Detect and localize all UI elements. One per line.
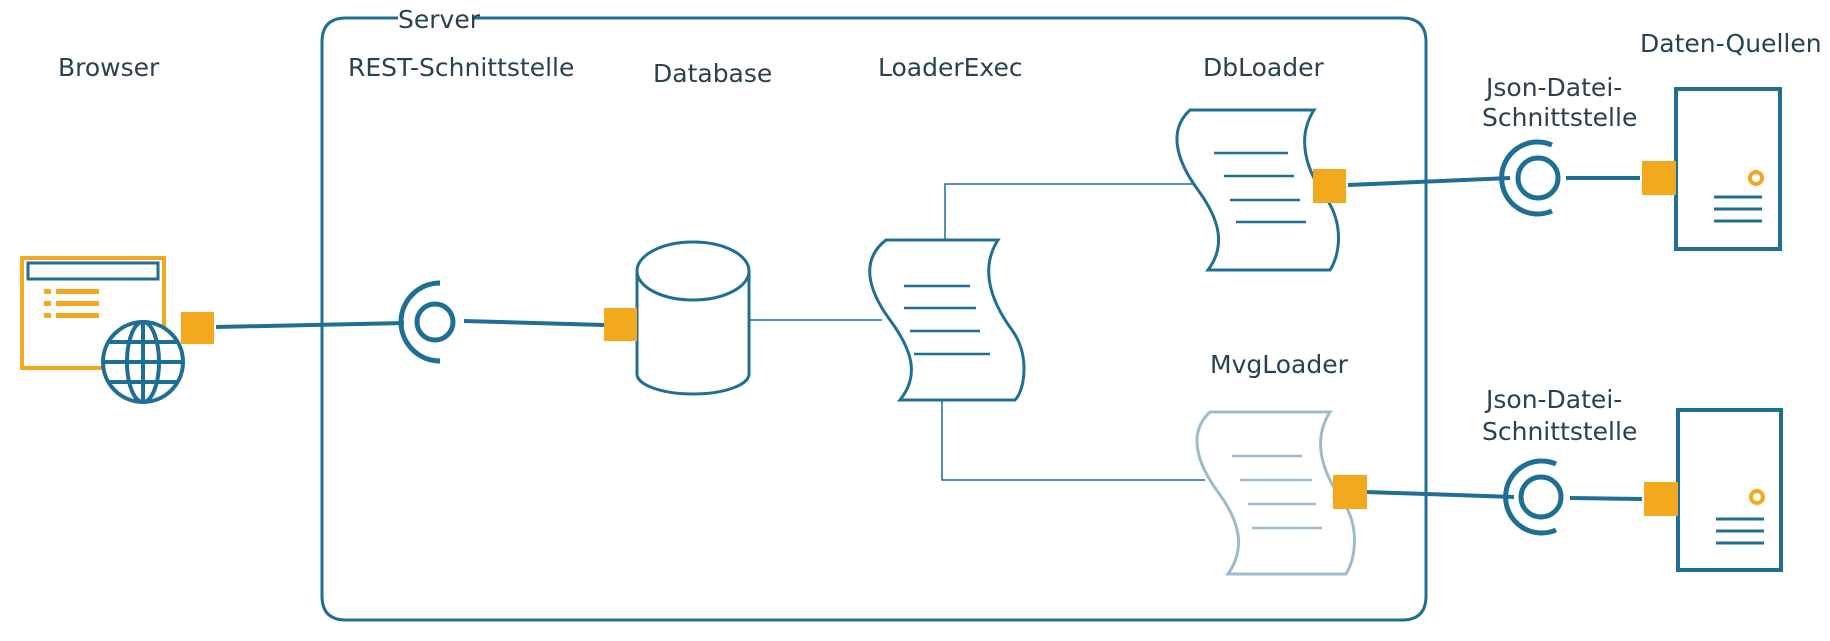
server-top-icon	[1674, 87, 1782, 251]
thin-connectors	[746, 183, 1205, 481]
server-bottom-icon	[1676, 408, 1783, 572]
loaderexec-document-icon	[868, 238, 1026, 402]
dbloader-to-json-link	[1347, 176, 1511, 187]
dbloader-document-icon	[1175, 108, 1340, 272]
thick-links	[215, 176, 1643, 501]
sources-label: Daten-Quellen	[1640, 29, 1822, 58]
loaderexec-to-dbloader-connector	[944, 183, 1200, 240]
browser-port-icon	[181, 312, 214, 344]
database-port-icon	[604, 308, 637, 341]
server-boundary: Server	[320, 5, 1428, 622]
server-bottom-port-icon	[1644, 482, 1678, 516]
json-interface-bottom-icon	[1503, 458, 1564, 536]
mvgloader-to-json-link	[1365, 490, 1515, 499]
rest-to-database-link	[463, 319, 605, 327]
mvgloader-port-icon	[1333, 475, 1367, 509]
json-interface-top-icon	[1499, 139, 1561, 217]
database-cylinder-icon	[635, 240, 751, 396]
json-bottom-label-line1: Json-Datei-	[1484, 385, 1622, 414]
json-bottom-label-line2: Schnittstelle	[1482, 417, 1637, 446]
json-to-source-bottom-link	[1569, 496, 1643, 501]
rest-interface-icon	[398, 280, 456, 364]
json-top-label-line2: Schnittstelle	[1482, 103, 1637, 132]
db-loader-label: DbLoader	[1203, 53, 1324, 82]
browser-window-globe-icon	[20, 256, 185, 404]
loaderexec-to-mvgloader-connector	[941, 400, 1205, 481]
loader-exec-label: LoaderExec	[878, 53, 1023, 82]
database-label: Database	[653, 59, 772, 88]
dbloader-port-icon	[1313, 169, 1346, 203]
json-top-label-line1: Json-Datei-	[1484, 73, 1622, 102]
globe-icon	[101, 320, 185, 404]
rest-label: REST-Schnittstelle	[348, 53, 574, 82]
mvg-loader-label: MvgLoader	[1210, 350, 1349, 379]
mvgloader-document-icon	[1195, 410, 1356, 576]
browser-label: Browser	[58, 53, 160, 82]
browser-to-rest-link	[215, 321, 405, 329]
server-top-port-icon	[1642, 161, 1676, 195]
server-label: Server	[398, 5, 481, 34]
